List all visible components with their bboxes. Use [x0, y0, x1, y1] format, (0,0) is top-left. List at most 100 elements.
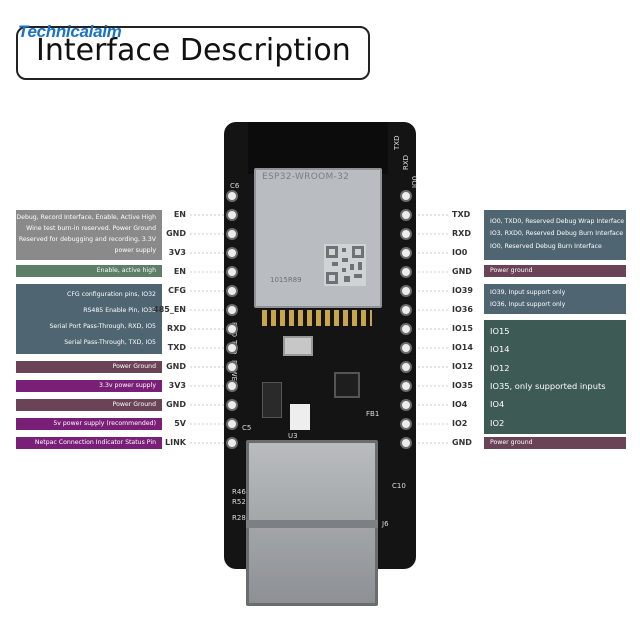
qr-code — [324, 244, 366, 286]
pin-hole-right-2 — [400, 228, 412, 240]
band-io-line-5: IO4 — [490, 399, 505, 410]
pin-label-right-5: IO39 — [452, 286, 473, 295]
pin-label-right-2: RXD — [452, 229, 471, 238]
pin-label-left-8: TXD — [167, 343, 186, 352]
silk-u3: U3 — [288, 432, 298, 440]
pin-hole-right-12 — [400, 418, 412, 430]
pin-hole-top-right-1 — [400, 190, 412, 202]
pin-label-left-9: GND — [166, 362, 186, 371]
silk-r28: R28 — [232, 514, 246, 522]
silk-r52: R52 — [232, 498, 246, 506]
pin-label-left-4: EN — [173, 267, 186, 276]
pin-hole-left-6 — [226, 304, 238, 316]
pin-label-left-3: 3V3 — [168, 248, 186, 257]
pin-label-left-6: 485_EN — [153, 305, 186, 314]
pin-hole-left-10 — [226, 380, 238, 392]
pin-hole-right-6 — [400, 304, 412, 316]
pin-hole-left-7 — [226, 323, 238, 335]
band-debug-left-line-3: Reserved for debugging and recording, 3.… — [18, 236, 156, 243]
pin-hole-right-10 — [400, 380, 412, 392]
pin-label-left-5: CFG — [168, 286, 186, 295]
silk-rxd: RXD — [402, 154, 410, 170]
pin-label-right-8: IO14 — [452, 343, 473, 352]
band-input: IO39, Input support only IO36, Input sup… — [484, 284, 626, 314]
pin-hole-left-4 — [226, 266, 238, 278]
pin-label-left-12: 5V — [174, 419, 186, 428]
crystal-oscillator — [283, 336, 313, 356]
pin-label-right-13: GND — [452, 438, 472, 447]
pin-hole-right-11 — [400, 399, 412, 411]
band-io-line-1: IO15 — [490, 326, 510, 337]
pin-hole-right-8 — [400, 342, 412, 354]
band-ground-right-1: Power ground — [484, 265, 626, 277]
band-cfg: CFG configuration pins, IO32 RS485 Enabl… — [16, 284, 162, 354]
band-io-line-4: IO35, only supported inputs — [490, 381, 606, 392]
pin-hole-left-8 — [226, 342, 238, 354]
pin-label-left-13: LINK — [165, 438, 186, 447]
band-debug-right-line-3: IO0, Reserved Debug Burn Interface — [490, 243, 602, 251]
rj45-stripe — [246, 520, 378, 528]
band-ground-right-1-text: Power ground — [490, 266, 533, 274]
pin-hole-right-7 — [400, 323, 412, 335]
band-ground-left-1-text: Power Ground — [112, 362, 156, 370]
band-5v-text: 5v power supply (recommended) — [53, 419, 156, 427]
pin-label-right-1: TXD — [452, 210, 471, 219]
silk-c6: C6 — [230, 182, 240, 190]
silk-r46: R46 — [232, 488, 246, 496]
module-mark: 1015R89 — [270, 276, 302, 284]
antenna-area — [248, 122, 388, 174]
band-link: Netpac Connection Indicator Status Pin — [16, 437, 162, 449]
pin-label-left-7: RXD — [167, 324, 186, 333]
pin-hole-left-5 — [226, 285, 238, 297]
band-ground-left-2-text: Power Ground — [112, 400, 156, 408]
band-ground-right-2: Power ground — [484, 437, 626, 449]
page-title: Interface Description — [36, 33, 351, 68]
pin-hole-right-4 — [400, 266, 412, 278]
band-input-line-2: IO36, Input support only — [490, 300, 566, 308]
pin-hole-right-13 — [400, 437, 412, 449]
band-3v3-text: 3.3v power supply — [99, 381, 156, 389]
pin-label-left-1: EN — [173, 210, 186, 219]
band-debug-right-line-1: IO0, TXD0, Reserved Debug Wrap Interface — [490, 217, 625, 225]
phy-chip — [334, 372, 360, 398]
title-frame — [16, 26, 370, 80]
voltage-regulator — [262, 382, 282, 418]
band-debug-left-line-4: power supply — [114, 247, 156, 254]
silk-c5: C5 — [242, 424, 252, 432]
pin-hole-left-13 — [226, 437, 238, 449]
pin-hole-left-3 — [226, 247, 238, 259]
band-cfg-line-1: CFG configuration pins, IO32 — [67, 290, 156, 298]
silk-j6: J6 — [382, 520, 389, 528]
band-debug-right-line-2: IO3, RXD0, Reserved Debug Burn Interface — [490, 230, 624, 238]
band-5v: 5v power supply (recommended) — [16, 418, 162, 430]
band-debug-left-line-1: Debug, Record Interface, Enable, Active … — [16, 214, 156, 221]
pin-label-right-10: IO35 — [452, 381, 473, 390]
silk-fb1: FB1 — [366, 410, 380, 418]
pin-hole-top-left-1 — [226, 190, 238, 202]
band-io-line-2: IO14 — [490, 344, 510, 355]
module-pads — [262, 310, 372, 326]
pin-label-right-7: IO15 — [452, 324, 473, 333]
band-enable-text: Enable, active high — [96, 266, 156, 274]
pin-label-left-10: 3V3 — [168, 381, 186, 390]
band-debug-left-line-2: Wine test burn-in reserved. Power Ground — [26, 225, 156, 232]
band-io-line-3: IO12 — [490, 362, 510, 373]
pin-label-left-2: GND — [166, 229, 186, 238]
band-io: IO15 IO14 IO12 IO35, only supported inpu… — [484, 320, 626, 434]
silk-io0: IO0 — [411, 175, 419, 188]
pin-label-right-4: GND — [452, 267, 472, 276]
pin-label-right-9: IO12 — [452, 362, 473, 371]
brand-logo: Technicalaim — [18, 22, 122, 41]
band-debug-left: Debug, Record Interface, Enable, Active … — [16, 210, 162, 260]
silk-c10: C10 — [392, 482, 406, 490]
pin-hole-left-12 — [226, 418, 238, 430]
pin-hole-right-9 — [400, 361, 412, 373]
module-label: ESP32-WROOM-32 — [262, 172, 350, 182]
band-cfg-line-4: Serial Pass-Through, TXD, IO5 — [64, 338, 156, 346]
band-cfg-line-2: RS485 Enable Pin, IO33 — [83, 306, 156, 314]
pin-label-right-3: IO0 — [452, 248, 468, 257]
band-ground-right-2-text: Power ground — [490, 438, 533, 446]
pin-label-left-11: GND — [166, 400, 186, 409]
band-3v3: 3.3v power supply — [16, 380, 162, 392]
